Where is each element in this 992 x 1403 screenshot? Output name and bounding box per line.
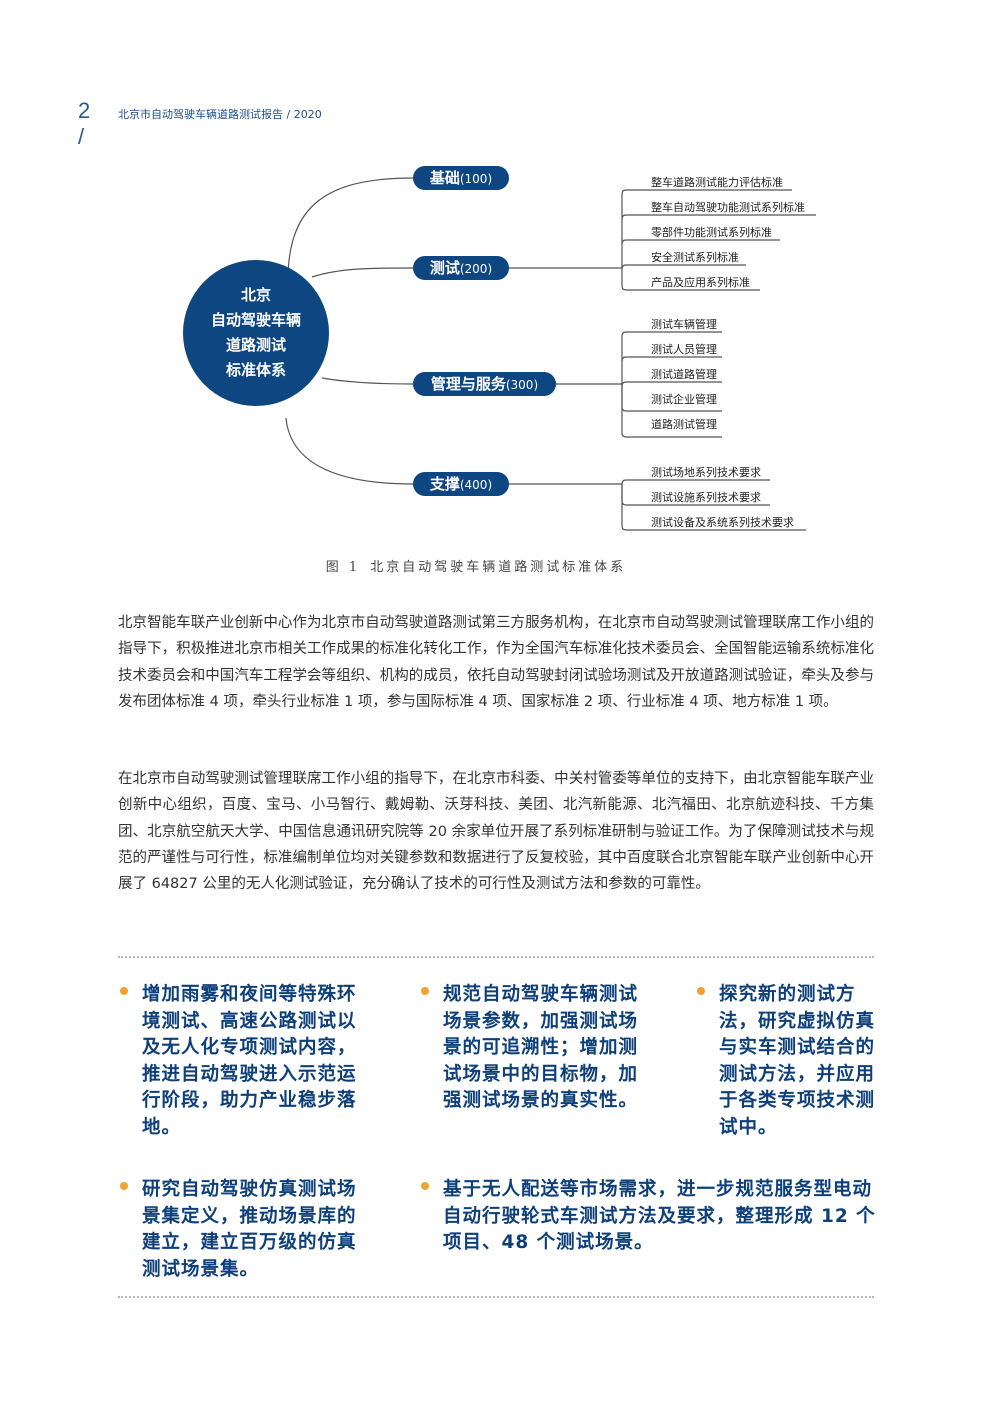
center-node: 北京 自动驾驶车辆 道路测试 标准体系 — [183, 260, 329, 406]
leaf-item: 测试车辆管理 — [651, 318, 717, 331]
figure-caption: 图 1 北京自动驾驶车辆道路测试标准体系 — [0, 556, 962, 575]
leaf-item: 道路测试管理 — [651, 418, 717, 431]
report-title: 北京市自动驾驶车辆道路测试报告 / 2020 — [118, 108, 322, 121]
center-line: 道路测试 — [225, 336, 286, 354]
bullet-item: 规范自动驾驶车辆测试场景参数，加强测试场景的可追溯性；增加测试场景中的目标物，加… — [421, 982, 643, 1115]
branch-code: (100) — [459, 172, 493, 186]
leaf-item: 产品及应用系列标准 — [651, 276, 750, 289]
bullet-item: 探究新的测试方法，研究虚拟仿真与实车测试结合的测试方法，并应用于各类专项技术测试… — [697, 982, 879, 1141]
center-line: 标准体系 — [225, 361, 286, 379]
center-line: 北京 — [240, 286, 271, 304]
bullet-item: 研究自动驾驶仿真测试场景集定义，推动场景库的建立，建立百万级的仿真测试场景集。 — [120, 1177, 364, 1283]
page-number: 2 / — [78, 98, 91, 149]
leaf-item: 测试设施系列技术要求 — [651, 491, 761, 504]
leaf-item: 整车自动驾驶功能测试系列标准 — [651, 201, 805, 214]
leaf-item: 测试场地系列技术要求 — [651, 466, 761, 479]
bullet-item: 基于无人配送等市场需求，进一步规范服务型电动自动行驶轮式车测试方法及要求，整理形… — [421, 1177, 877, 1257]
standards-mindmap: 北京 自动驾驶车辆 道路测试 标准体系 基础(100) 测试(200) 管理与服… — [0, 150, 992, 550]
branch-label: 基础 — [429, 169, 460, 187]
branch-label: 支撑 — [429, 475, 460, 493]
body-paragraph: 在北京市自动驾驶测试管理联席工作小组的指导下，在北京市科委、中关村管委等单位的支… — [118, 771, 874, 893]
branch-node-test: 测试(200) — [413, 256, 509, 280]
branch-node-management: 管理与服务(300) — [413, 372, 556, 396]
dotted-divider — [118, 956, 874, 958]
bullet-item: 增加雨雾和夜间等特殊环境测试、高速公路测试以及无人化专项测试内容，推进自动驾驶进… — [120, 982, 364, 1141]
branch-node-basic: 基础(100) — [413, 166, 509, 190]
leaf-item: 零部件功能测试系列标准 — [651, 226, 772, 239]
leaf-item: 整车道路测试能力评估标准 — [651, 176, 783, 189]
leaf-item: 安全测试系列标准 — [651, 251, 739, 264]
center-line: 自动驾驶车辆 — [210, 311, 301, 329]
branch-code: (400) — [459, 478, 493, 492]
leaf-item: 测试企业管理 — [651, 393, 717, 406]
leaf-item: 测试人员管理 — [651, 343, 717, 356]
figure-title: 北京自动驾驶车辆道路测试标准体系 — [370, 560, 627, 575]
branch-label: 测试 — [429, 259, 460, 277]
dotted-divider — [118, 1296, 874, 1298]
leaf-item: 测试道路管理 — [651, 368, 717, 381]
branch-code: (300) — [505, 378, 539, 392]
mindmap-connectors — [285, 177, 816, 531]
branch-label: 管理与服务 — [430, 375, 506, 393]
branch-node-support: 支撑(400) — [413, 472, 509, 496]
leaf-item: 测试设备及系统系列技术要求 — [651, 516, 794, 529]
figure-label: 图 1 — [325, 560, 361, 575]
branch-code: (200) — [459, 262, 493, 276]
body-paragraph: 北京智能车联产业创新中心作为北京市自动驾驶道路测试第三方服务机构，在北京市自动驾… — [118, 615, 874, 710]
